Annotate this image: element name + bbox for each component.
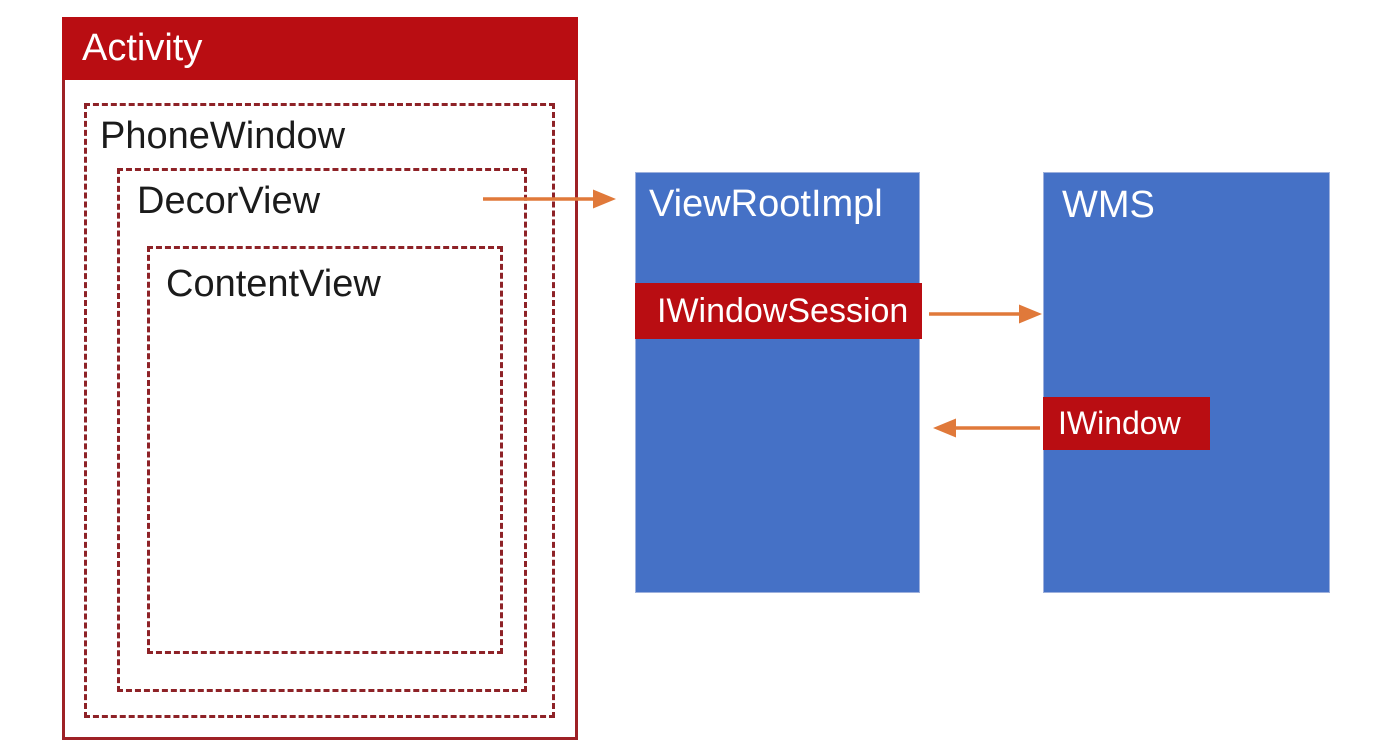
activity-label: Activity: [82, 27, 203, 69]
phonewindow-label: PhoneWindow: [100, 115, 346, 157]
activity-header: Activity: [62, 17, 578, 80]
decorview-label: DecorView: [137, 180, 321, 222]
decorview-box: DecorView ContentView: [117, 168, 527, 692]
viewrootimpl-box: ViewRootImpl IWindowSession: [635, 172, 922, 593]
activity-box: Activity PhoneWindow DecorView ContentVi…: [62, 17, 578, 740]
contentview-label: ContentView: [166, 263, 381, 305]
iwindow-badge: IWindow: [1043, 397, 1210, 450]
iwindowsession-label: IWindowSession: [657, 291, 909, 330]
iwindow-label: IWindow: [1058, 405, 1181, 441]
iwindowsession-badge: IWindowSession: [635, 283, 922, 339]
viewrootimpl-label: ViewRootImpl: [649, 183, 883, 225]
arrow-iwindow-to-viewrootimpl-icon: [933, 418, 1040, 438]
wms-box: WMS IWindow: [1043, 172, 1330, 593]
wms-label: WMS: [1062, 184, 1155, 226]
contentview-box: ContentView: [147, 246, 503, 654]
arrow-iwindowsession-to-wms-icon: [929, 304, 1042, 324]
phonewindow-box: PhoneWindow DecorView ContentView: [84, 103, 555, 718]
